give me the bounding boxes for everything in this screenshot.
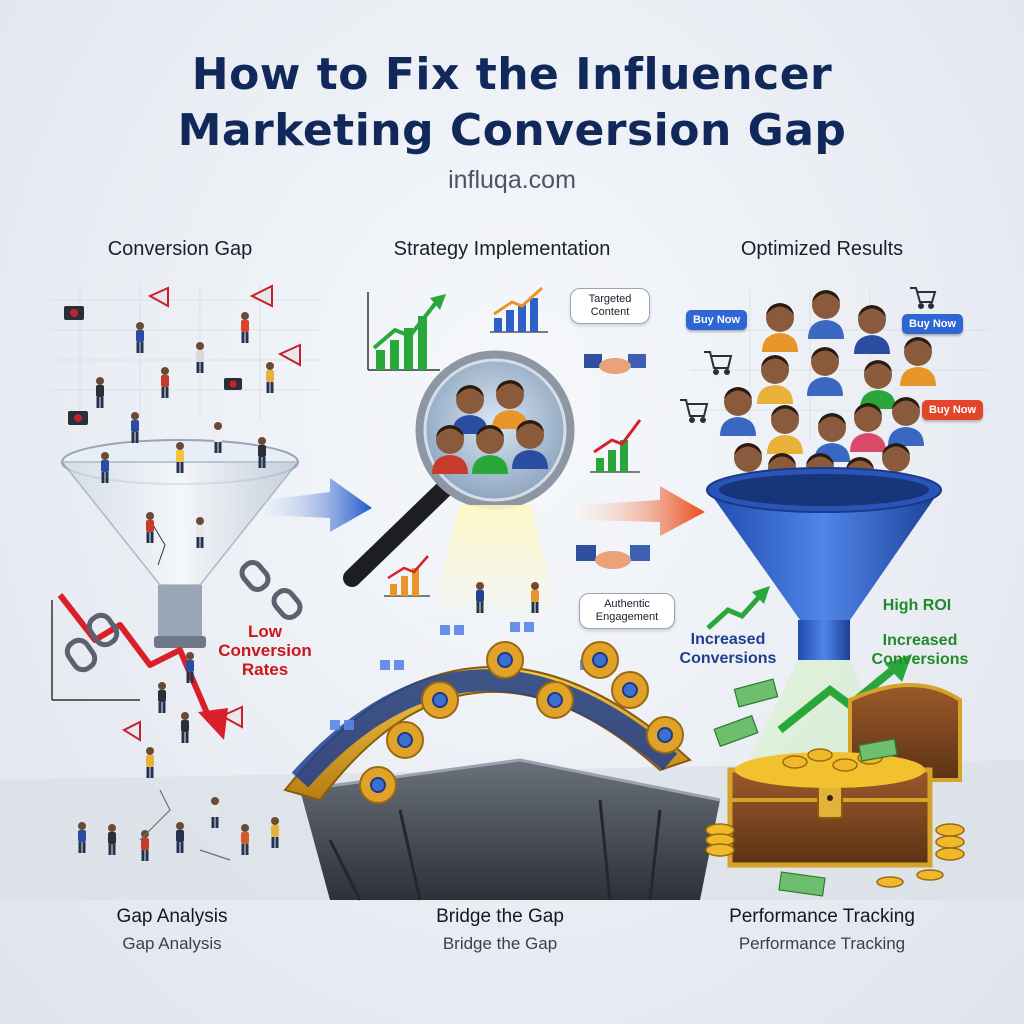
blue-funnel-right [706,467,942,660]
caption-tracking-title: Performance Tracking [729,906,915,927]
buy-now-button-3[interactable]: Buy Now [922,400,984,420]
arrow-right-blue [265,478,372,532]
column-heading-results: Optimized Results [740,238,904,260]
treasure-chest-icon [727,683,962,868]
handshake-icon [576,354,650,569]
caption-bridge-sub: Bridge the Gap [442,934,558,953]
site-url[interactable]: influqa.com [448,166,576,194]
caption-bridge-the-gap: Bridge the Gap Bridge the Gap [350,906,650,954]
grid-background-left [50,285,320,420]
caption-tracking-sub: Performance Tracking [738,934,906,953]
caption-gap-analysis-sub: Gap Analysis [122,934,222,953]
buy-now-button-1[interactable]: Buy Now [686,310,748,330]
megaphone-icon [121,284,301,742]
increased-conversions-green-label: Increased Conversions [871,632,969,668]
light-beam [430,505,560,620]
chasm [299,758,721,901]
page-title-line-1: How to Fix the Influencer [191,49,833,100]
low-conversion-rates-label: Low Conversion Rates [218,622,312,679]
increased-conversions-blue-label: Increased Conversions [679,631,777,667]
coin-stacks [705,748,965,888]
targeted-content-bubble: Targeted Content [570,288,650,324]
bar-chart-icon [367,286,642,597]
caption-gap-analysis-title: Gap Analysis [116,906,228,927]
camera-icon [64,306,242,425]
shopping-cart-icon [680,287,937,423]
buy-now-button-2[interactable]: Buy Now [902,314,964,334]
page-title-line-2: Marketing Conversion Gap [177,105,847,156]
broken-chain-icon [64,560,303,673]
column-heading-strategy: Strategy Implementation [393,238,611,260]
caption-bridge-title: Bridge the Gap [436,906,564,927]
caption-performance-tracking: Performance Tracking Performance Trackin… [672,906,972,954]
column-heading-conversion-gap: Conversion Gap [107,238,253,260]
growth-arrows [706,586,912,734]
authentic-engagement-bubble: Authentic Engagement [579,593,675,629]
money-icon [713,678,898,897]
high-roi-label: High ROI [882,597,952,614]
caption-gap-analysis: Gap Analysis Gap Analysis [22,906,322,954]
arrow-right-orange [580,486,705,536]
